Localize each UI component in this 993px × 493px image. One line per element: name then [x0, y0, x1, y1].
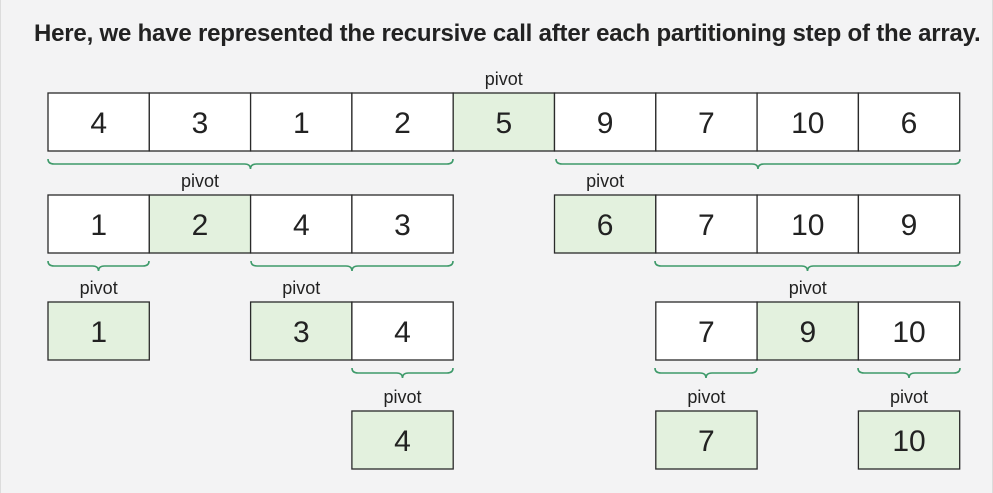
cell-value: 2: [394, 107, 411, 140]
pivot-cell: [148, 194, 252, 254]
array-cell: [351, 301, 454, 361]
array-cell: [47, 92, 150, 152]
array-cell: [351, 92, 454, 152]
cell-value: 6: [901, 107, 918, 140]
cell-value: 1: [90, 316, 107, 349]
recursion-brace: [250, 260, 454, 272]
array-cell: [148, 92, 252, 152]
array-cell: [756, 92, 860, 152]
cell-value: 10: [892, 316, 925, 349]
cell-value: 4: [90, 107, 107, 140]
pivot-label: pivot: [687, 387, 725, 407]
cell-value: 9: [799, 316, 816, 349]
cell-value: 10: [791, 107, 824, 140]
pivot-cell: [655, 410, 758, 470]
cell-value: 3: [192, 107, 209, 140]
recursion-brace: [47, 158, 454, 170]
recursion-brace: [47, 260, 150, 272]
pivot-label: pivot: [890, 387, 928, 407]
recursion-brace: [555, 158, 961, 170]
pivot-label: pivot: [282, 278, 320, 298]
pivot-cell: [452, 92, 556, 152]
pivot-label: pivot: [383, 387, 421, 407]
cell-value: 9: [597, 107, 614, 140]
pivot-label: pivot: [586, 171, 624, 191]
cell-value: 6: [597, 209, 614, 242]
cell-value: 3: [293, 316, 310, 349]
array-cell: [249, 92, 353, 152]
cell-value: 10: [791, 209, 824, 242]
recursion-brace: [857, 367, 961, 379]
array-cell: [655, 301, 758, 361]
pivot-cell: [756, 301, 860, 361]
cell-value: 7: [698, 425, 715, 458]
array-cell: [857, 92, 961, 152]
array-cell: [857, 301, 961, 361]
pivot-cell: [857, 410, 961, 470]
cell-value: 3: [394, 209, 411, 242]
array-cell: [553, 92, 657, 152]
pivot-label: pivot: [485, 69, 523, 89]
cell-value: 4: [293, 209, 310, 242]
cell-value: 4: [394, 425, 411, 458]
cell-value: 7: [698, 107, 715, 140]
recursion-brace: [654, 367, 758, 379]
cell-value: 7: [698, 209, 715, 242]
pivot-cell: [553, 194, 657, 254]
array-cell: [351, 194, 454, 254]
pivot-cell: [351, 410, 454, 470]
array-cell: [655, 194, 758, 254]
cell-value: 2: [192, 209, 209, 242]
pivot-label: pivot: [181, 171, 219, 191]
recursion-brace: [654, 260, 961, 272]
pivot-label: pivot: [789, 278, 827, 298]
page-title: Here, we have represented the recursive …: [34, 20, 981, 47]
cell-value: 10: [892, 425, 925, 458]
array-cell: [249, 194, 353, 254]
cell-value: 7: [698, 316, 715, 349]
array-cell: [857, 194, 961, 254]
cell-value: 1: [90, 209, 107, 242]
cell-value: 5: [495, 107, 512, 140]
array-cell: [756, 194, 860, 254]
cell-value: 4: [394, 316, 411, 349]
pivot-cell: [249, 301, 353, 361]
array-cell: [47, 194, 150, 254]
pivot-label: pivot: [80, 278, 118, 298]
cell-value: 9: [901, 209, 918, 242]
recursion-brace: [351, 367, 454, 379]
cell-value: 1: [293, 107, 310, 140]
pivot-cell: [47, 301, 150, 361]
